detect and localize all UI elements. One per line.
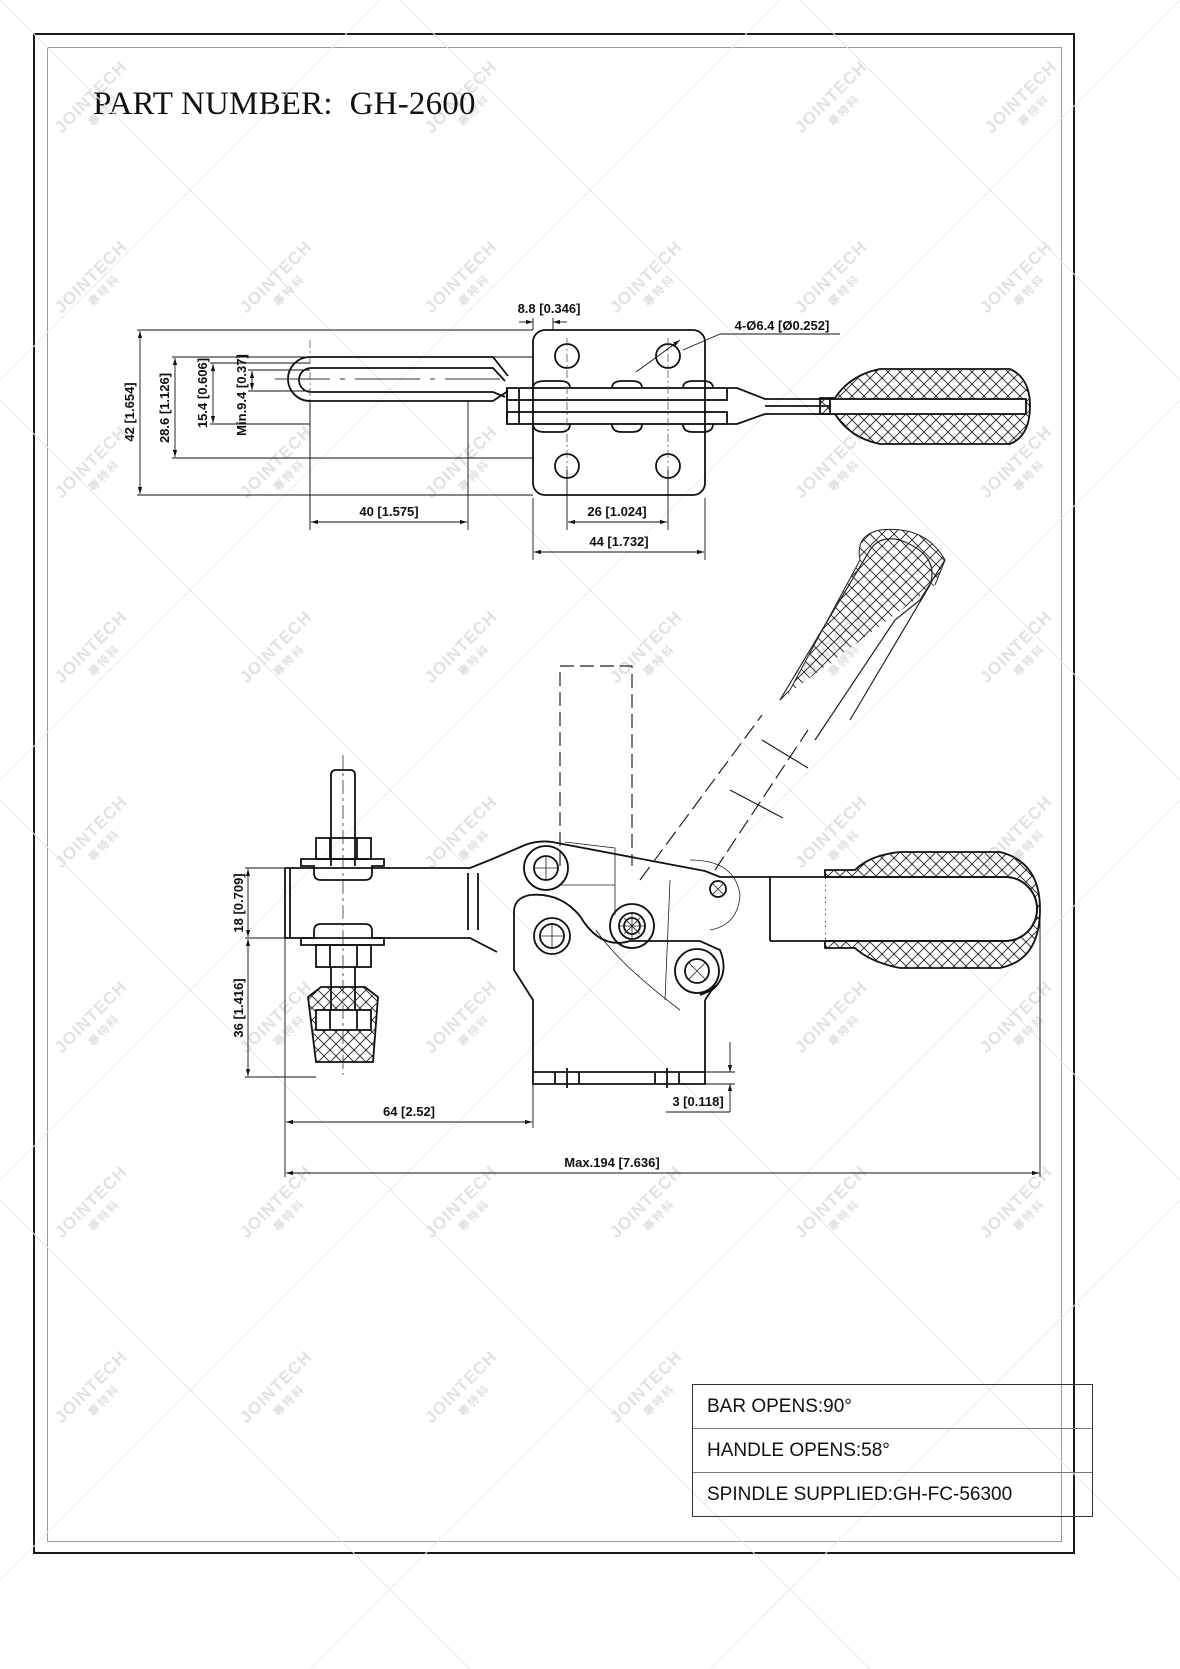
dim-bar-length: 40 [1.575]: [359, 504, 418, 519]
spec-bar-opens: BAR OPENS:90°: [693, 1385, 1092, 1429]
part-number-title: PART NUMBER: GH-2600: [93, 86, 476, 122]
side-view: [284, 769, 1041, 1088]
side-view-dimensions: 18 [0.709] 36 [1.416] 64 [2.52] 3 [0.118…: [231, 873, 724, 1170]
top-view-dimensions: 42 [1.654] 28.6 [1.126] 15.4 [0.606] Min…: [122, 301, 829, 549]
dim-base-thickness: 3 [0.118]: [672, 1094, 723, 1109]
dim-base-width: 44 [1.732]: [589, 534, 648, 549]
spec-handle-opens: HANDLE OPENS:58°: [693, 1429, 1092, 1473]
dim-slot-min: Min.9.4 [0.37]: [234, 354, 249, 436]
inner-border: [47, 47, 1062, 1542]
dim-spindle-to-base: 64 [2.52]: [383, 1104, 435, 1119]
side-view-construction: [534, 841, 741, 1011]
dim-overall-length: Max.194 [7.636]: [564, 1155, 659, 1170]
dim-spindle-drop: 36 [1.416]: [231, 978, 246, 1037]
dim-bar-thickness: 18 [0.709]: [231, 873, 246, 932]
dim-bar-width: 15.4 [0.606]: [195, 358, 210, 428]
open-handle-phantom: [639, 528, 946, 881]
dim-hole-offset: 8.8 [0.346]: [518, 301, 581, 316]
spec-table: BAR OPENS:90° HANDLE OPENS:58° SPINDLE S…: [692, 1384, 1093, 1517]
outer-border: [33, 33, 1075, 1554]
spec-spindle-supplied: SPINDLE SUPPLIED:GH-FC-56300: [707, 1483, 1013, 1505]
dim-handle-outer-height: 28.6 [1.126]: [157, 373, 172, 443]
dim-overall-height: 42 [1.654]: [122, 382, 137, 441]
open-bar-phantom: [559, 665, 633, 866]
dim-hole-spacing: 26 [1.024]: [587, 504, 646, 519]
dim-mount-holes: 4-Ø6.4 [Ø0.252]: [735, 318, 830, 333]
